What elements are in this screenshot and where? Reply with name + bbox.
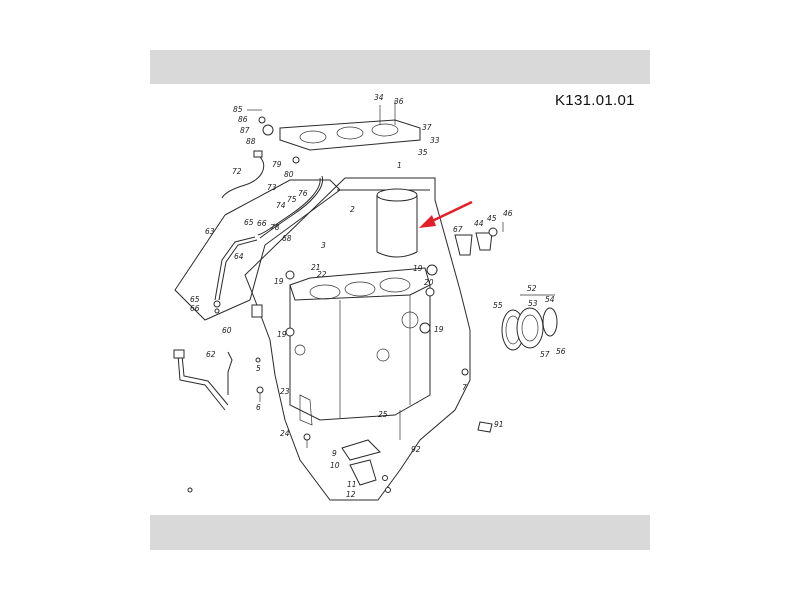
callout: 65 <box>244 218 254 227</box>
callout: 44 <box>474 219 484 228</box>
callout: 85 <box>233 105 243 114</box>
callout: 78 <box>270 223 280 232</box>
dipstick-tube <box>173 349 233 411</box>
callout: 11 <box>347 480 357 489</box>
callout: 23 <box>280 387 290 396</box>
callout: 7 <box>462 383 467 392</box>
callout: 2 <box>350 205 355 214</box>
callout: 20 <box>424 278 434 287</box>
callout: 87 <box>240 126 250 135</box>
callout: 34 <box>374 93 384 102</box>
diagram-code: K131.01.01 <box>555 92 635 109</box>
bottom-gray-band <box>150 515 650 550</box>
lower-fittings <box>187 357 493 493</box>
group-outline-block <box>244 177 471 501</box>
callout: 24 <box>280 429 290 438</box>
callout: 46 <box>503 209 513 218</box>
callout: 12 <box>346 490 356 499</box>
callout: 21 <box>311 263 321 272</box>
callout: 74 <box>276 201 286 210</box>
callout: 25 <box>378 410 388 419</box>
callout: 36 <box>394 97 404 106</box>
red-arrow <box>419 200 473 228</box>
small-fittings-top-left <box>221 109 300 199</box>
callout: 57 <box>540 350 550 359</box>
callout: 1 <box>397 161 402 170</box>
callout: 52 <box>527 284 537 293</box>
callout: 92 <box>411 445 421 454</box>
callout: 64 <box>234 252 244 261</box>
callout: 80 <box>284 170 294 179</box>
callout: 75 <box>287 195 297 204</box>
callout: 45 <box>487 214 497 223</box>
callout-labels: 85 86 87 88 72 34 36 37 33 35 79 80 1 73… <box>190 93 566 499</box>
cylinder-liner <box>376 188 418 258</box>
callout: 79 <box>272 160 282 169</box>
callout: 10 <box>330 461 340 470</box>
callout: 9 <box>332 449 337 458</box>
callout: 73 <box>267 183 277 192</box>
callout: 5 <box>256 364 261 373</box>
callout: 65 <box>190 295 200 304</box>
engine-block <box>251 264 438 426</box>
caps-top-right <box>454 222 504 256</box>
callout: 55 <box>493 301 503 310</box>
callout: 19 <box>413 264 423 273</box>
callout: 68 <box>282 234 292 243</box>
top-gray-band <box>150 50 650 84</box>
callout: 3 <box>321 241 326 250</box>
callout: 33 <box>430 136 440 145</box>
oil-pipe <box>213 175 324 314</box>
callout: 35 <box>418 148 428 157</box>
callout: 53 <box>528 299 538 308</box>
callout: 66 <box>257 219 267 228</box>
callout: 66 <box>190 304 200 313</box>
callout: 88 <box>246 137 256 146</box>
callout: 37 <box>422 123 432 132</box>
callout: 19 <box>434 325 444 334</box>
callout: 56 <box>556 347 566 356</box>
callout: 76 <box>298 189 308 198</box>
callout: 19 <box>277 330 287 339</box>
group-outline-oil-pipe <box>174 179 341 321</box>
callout: 63 <box>205 227 215 236</box>
callout: 86 <box>238 115 248 124</box>
callout: 6 <box>256 403 261 412</box>
callout: 54 <box>545 295 555 304</box>
callout: 67 <box>453 225 463 234</box>
callout: 22 <box>317 270 327 279</box>
callout: 62 <box>206 350 216 359</box>
callout: 60 <box>222 326 232 335</box>
crankshaft-seal-parts <box>501 294 558 351</box>
callout: 91 <box>494 420 504 429</box>
callout: 72 <box>232 167 242 176</box>
callout: 19 <box>274 277 284 286</box>
cylinder-head-gasket <box>279 100 421 151</box>
